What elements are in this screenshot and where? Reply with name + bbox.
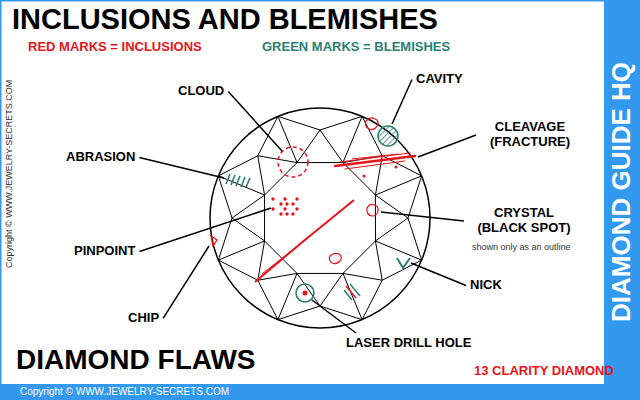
pinpoint-dot xyxy=(291,202,294,205)
leader-line xyxy=(392,79,412,124)
pinpoint-dot xyxy=(271,207,274,210)
legend-entry: RED MARKS = INCLUSIONS xyxy=(28,40,202,55)
leader-line xyxy=(139,208,271,251)
note-text: shown only as an outline xyxy=(472,242,571,252)
abrasion-mark xyxy=(226,174,250,187)
facet-line xyxy=(232,195,265,218)
crystal-mark xyxy=(329,253,341,263)
facet-line xyxy=(343,273,382,280)
leader-line xyxy=(418,135,476,157)
leader-line xyxy=(411,263,466,285)
flaw-label: CHIP xyxy=(128,311,159,326)
flaw-label: CLOUD xyxy=(178,84,224,99)
pinpoint-dot xyxy=(285,212,288,215)
facet-line xyxy=(297,273,343,274)
pinpoint-dot xyxy=(285,202,288,205)
cavity-mark xyxy=(365,118,378,130)
flaw-label: NICK xyxy=(470,278,502,293)
facet-line xyxy=(375,218,408,241)
facet-line xyxy=(375,195,376,241)
copyright-note: Copyright © WWW.JEWELRY-SECRETS.COM xyxy=(4,80,14,268)
facet-line xyxy=(264,195,265,241)
pinpoint-dot xyxy=(295,207,298,210)
cavity-blemish xyxy=(378,126,398,146)
facet-line xyxy=(297,162,343,163)
chip-mark xyxy=(211,236,217,246)
laser-drill-mark xyxy=(344,284,360,300)
pinpoint-dot xyxy=(283,197,286,200)
pinpoint-dot xyxy=(291,212,294,215)
pinpoint-dot xyxy=(279,212,282,215)
nick-mark xyxy=(397,258,410,268)
facet-line xyxy=(258,156,265,195)
facet-line xyxy=(375,241,382,280)
clarity-note: 13 CLARITY DIAMOND xyxy=(474,364,614,379)
facet-line xyxy=(320,306,362,320)
leader-line xyxy=(312,300,356,333)
facet-line xyxy=(408,218,422,260)
leader-line xyxy=(381,212,464,221)
side-bar xyxy=(604,0,640,400)
facet-line xyxy=(232,218,265,241)
facet-line xyxy=(343,241,375,273)
bottom-bar xyxy=(0,384,640,400)
page-title: INCLUSIONS AND BLEMISHES xyxy=(12,3,438,36)
diamond-facets xyxy=(218,116,421,319)
facet-line xyxy=(278,306,320,320)
flaw-label: LASER DRILL HOLE xyxy=(346,336,471,351)
flaw-label: CRYSTAL (BLACK SPOT) xyxy=(468,206,580,236)
facet-line xyxy=(297,130,320,163)
cleavage-mark xyxy=(335,153,415,169)
facet-line xyxy=(218,260,257,280)
flaw-label: ABRASION xyxy=(66,150,135,165)
facet-line xyxy=(258,156,297,163)
flaw-label: PINPOINT xyxy=(74,244,135,259)
diagram-caption: DIAMOND FLAWS xyxy=(16,344,256,376)
pinpoint-dot xyxy=(283,207,286,210)
pinpoint-dot xyxy=(279,202,282,205)
legend-entry: GREEN MARKS = BLEMISHES xyxy=(262,40,450,55)
facet-line xyxy=(343,273,362,319)
facet-line xyxy=(382,260,421,280)
crystal-mark xyxy=(367,204,378,216)
pinpoint-dot xyxy=(271,197,274,200)
pinpoint-dot xyxy=(295,197,298,200)
flaw-label: CAVITY xyxy=(416,72,463,87)
facet-line xyxy=(218,176,264,195)
leader-line xyxy=(228,91,282,151)
leader-line xyxy=(163,246,209,318)
facet-line xyxy=(362,280,382,319)
facet-line xyxy=(278,116,320,130)
facet-line xyxy=(375,176,421,195)
facet-line xyxy=(278,116,297,162)
facet-line xyxy=(320,130,343,163)
flaw-label: CLEAVAGE (FRACTURE) xyxy=(480,120,580,150)
facet-line xyxy=(320,116,362,130)
facet-line xyxy=(343,116,362,162)
facet-line xyxy=(218,241,264,260)
facet-line xyxy=(408,176,422,218)
fracture-mark xyxy=(255,200,354,282)
facet-line xyxy=(375,241,421,260)
facet-line xyxy=(218,176,232,218)
copyright-note: Copyright © WWW.JEWELRY-SECRETS.COM xyxy=(20,386,229,398)
facet-line xyxy=(265,163,297,195)
laser-drill-mark xyxy=(296,284,314,302)
cloud-mark xyxy=(278,147,308,177)
brand-title: DIAMOND GUIDE HQ xyxy=(607,62,637,322)
leader-line xyxy=(139,157,224,178)
facet-line xyxy=(218,156,257,176)
facet-line xyxy=(258,280,278,319)
facet-line xyxy=(278,273,297,319)
pinpoint-mark xyxy=(271,197,298,215)
fracture-mark xyxy=(262,236,310,274)
facet-line xyxy=(320,273,343,306)
